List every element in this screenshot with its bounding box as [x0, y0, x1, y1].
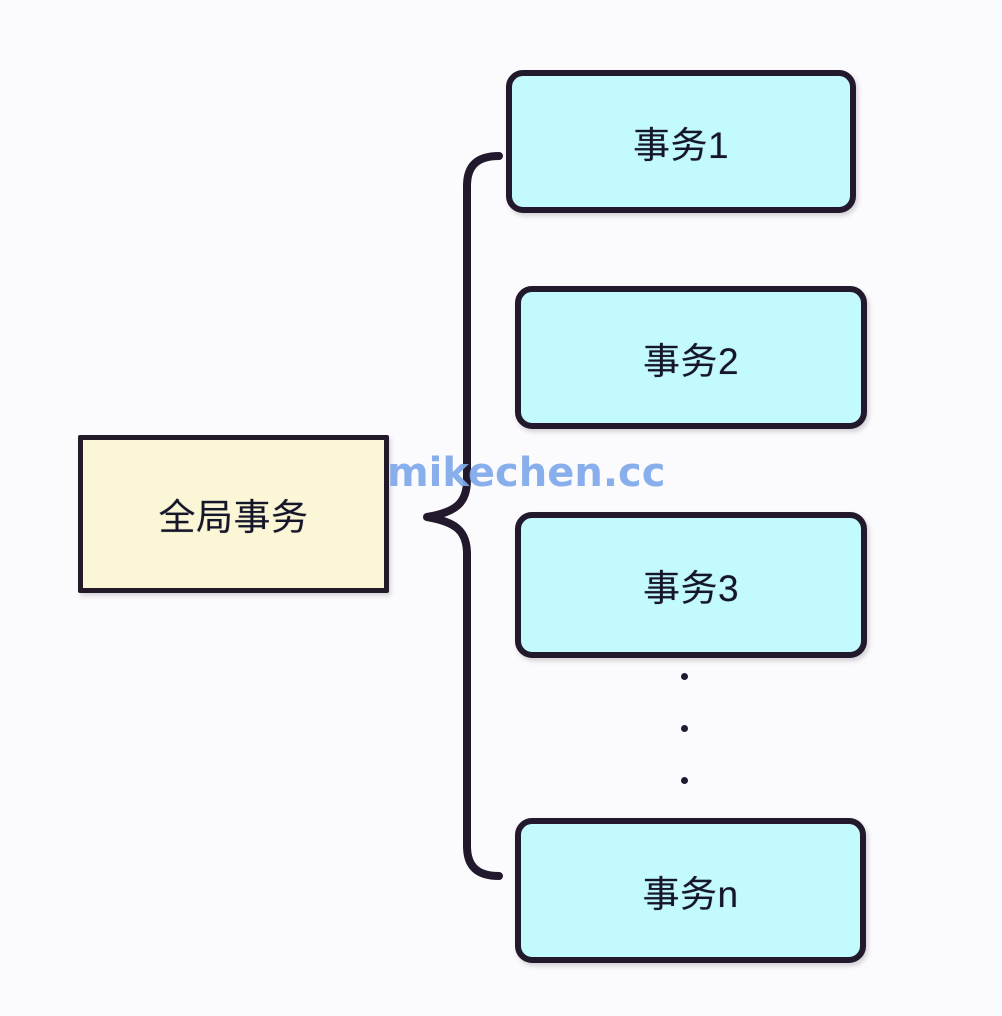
curly-brace-icon [423, 152, 503, 880]
global-transaction-label: 全局事务 [158, 497, 309, 538]
transaction-label-n: 事务n [642, 873, 739, 915]
transaction-node-1[interactable]: 事务1 [506, 70, 856, 213]
ellipsis-dot-icon [681, 777, 688, 784]
transaction-node-2[interactable]: 事务2 [515, 286, 867, 429]
transaction-node-3[interactable]: 事务3 [515, 512, 867, 658]
ellipsis-dot-icon [681, 725, 688, 732]
transaction-node-n[interactable]: 事务n [515, 818, 866, 963]
ellipsis-dot-icon [681, 673, 688, 680]
transaction-label-2: 事务2 [642, 340, 740, 382]
transaction-label-1: 事务1 [632, 124, 730, 166]
transaction-label-3: 事务3 [642, 568, 740, 609]
watermark-text: mikechen.cc [387, 450, 666, 496]
global-transaction-node[interactable]: 全局事务 [78, 435, 389, 593]
